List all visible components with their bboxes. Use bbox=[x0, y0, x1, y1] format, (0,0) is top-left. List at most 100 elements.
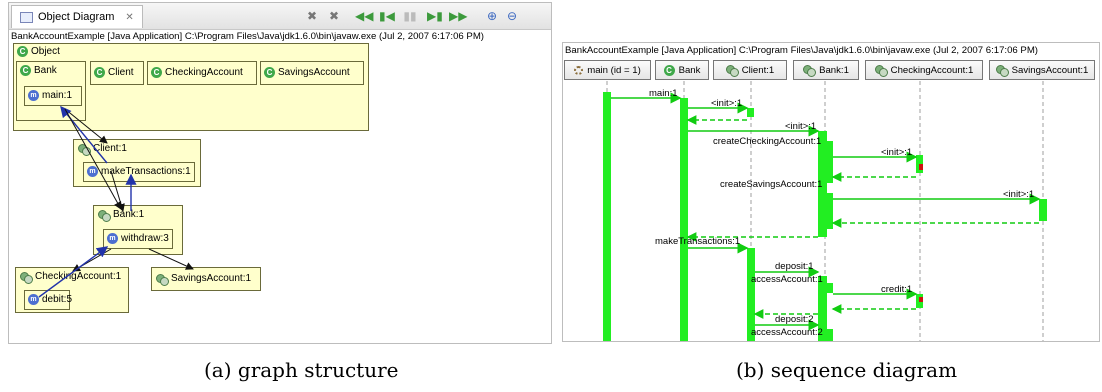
activation-bank-deposit[interactable] bbox=[818, 276, 827, 341]
launch-path: BankAccountExample [Java Application] C:… bbox=[563, 44, 1099, 58]
message-label: credit:1 bbox=[881, 284, 912, 295]
object-savingsaccount-1[interactable]: SavingsAccount:1 bbox=[151, 267, 261, 291]
class-label: Client bbox=[108, 67, 134, 78]
message-label: <init>:1 bbox=[785, 121, 816, 132]
activation-nested[interactable] bbox=[827, 329, 833, 341]
view-titlebar: Object Diagram ✕ ✖ ✖ ◀◀ ▮◀ ▮▮ ▶▮ ▶▶ ⊕ ⊖ bbox=[9, 3, 551, 30]
object-label: Client:1 bbox=[93, 143, 127, 154]
object-icon bbox=[725, 65, 739, 77]
message-label: accessAccount:2 bbox=[751, 327, 823, 338]
message-label: deposit:2 bbox=[775, 314, 814, 325]
error-marker bbox=[919, 164, 923, 170]
error-marker bbox=[919, 297, 923, 302]
class-icon: C bbox=[663, 64, 675, 76]
zoom-in-icon[interactable]: ⊕ bbox=[486, 9, 498, 23]
lifeline-label: Client:1 bbox=[741, 64, 775, 76]
message-label: accessAccount:1 bbox=[751, 274, 823, 285]
lifeline-main[interactable]: main (id = 1) bbox=[564, 60, 651, 80]
lifeline-label: SavingsAccount:1 bbox=[1011, 64, 1089, 76]
lifeline-label: main (id = 1) bbox=[587, 64, 641, 76]
close-icon[interactable]: ✕ bbox=[125, 11, 134, 23]
message-label: <init>:1 bbox=[881, 147, 912, 158]
step-forward-icon[interactable]: ▶▶ bbox=[449, 9, 468, 23]
object-icon bbox=[98, 209, 111, 222]
zoom-out-icon[interactable]: ⊖ bbox=[506, 9, 518, 23]
class-icon: C bbox=[94, 67, 105, 78]
method-label: withdraw:3 bbox=[121, 233, 169, 244]
object-icon bbox=[874, 65, 888, 77]
remove-all-icon[interactable]: ✖ bbox=[328, 9, 340, 23]
object-label: SavingsAccount:1 bbox=[171, 273, 252, 284]
launch-path: BankAccountExample [Java Application] C:… bbox=[9, 30, 551, 44]
class-icon: C bbox=[264, 67, 275, 78]
class-label: SavingsAccount bbox=[278, 67, 350, 78]
object-diagram-panel: Object Diagram ✕ ✖ ✖ ◀◀ ▮◀ ▮▮ ▶▮ ▶▶ ⊕ ⊖ … bbox=[8, 2, 552, 344]
message-label: createCheckingAccount:1 bbox=[713, 136, 821, 147]
diagram-icon bbox=[20, 11, 33, 23]
call-link bbox=[64, 108, 108, 144]
lifeline-savingsaccount-1[interactable]: SavingsAccount:1 bbox=[989, 60, 1095, 80]
step-end-icon[interactable]: ▶▮ bbox=[427, 9, 443, 23]
object-icon bbox=[995, 65, 1009, 77]
activation-init[interactable] bbox=[747, 108, 754, 117]
activation-client[interactable] bbox=[747, 248, 755, 341]
call-link bbox=[148, 248, 194, 270]
method-label: main:1 bbox=[42, 90, 73, 101]
lifeline-label: Bank bbox=[678, 64, 701, 76]
return-link bbox=[38, 246, 109, 298]
tab-object-diagram[interactable]: Object Diagram ✕ bbox=[11, 5, 143, 28]
method-icon: m bbox=[87, 166, 98, 177]
step-start-icon[interactable]: ▮◀ bbox=[379, 9, 395, 23]
method-label: debit:5 bbox=[42, 294, 73, 305]
message-label: main:1 bbox=[649, 88, 678, 99]
lifeline-label: Bank:1 bbox=[819, 64, 849, 76]
message-label: deposit:1 bbox=[775, 261, 814, 272]
return-link bbox=[60, 105, 108, 164]
step-back-icon[interactable]: ◀◀ bbox=[355, 9, 374, 23]
lifeline-checkingaccount-1[interactable]: CheckingAccount:1 bbox=[865, 60, 983, 80]
call-link bbox=[64, 108, 122, 210]
remove-icon[interactable]: ✖ bbox=[306, 9, 318, 23]
lifeline-bank-1[interactable]: Bank:1 bbox=[793, 60, 859, 80]
activation-main[interactable] bbox=[603, 92, 611, 341]
sequence-canvas: main:1 <init>:1 <init>:1 createCheckingA… bbox=[603, 81, 1047, 341]
activation-nested[interactable] bbox=[827, 141, 833, 183]
message-label: <init>:1 bbox=[711, 98, 742, 109]
activation-savings-init[interactable] bbox=[1039, 199, 1047, 221]
sequence-diagram-panel: BankAccountExample [Java Application] C:… bbox=[562, 42, 1100, 342]
class-icon: C bbox=[151, 67, 162, 78]
call-link bbox=[110, 170, 125, 212]
lifeline-client-1[interactable]: Client:1 bbox=[713, 60, 787, 80]
method-icon: m bbox=[28, 90, 39, 101]
pause-icon[interactable]: ▮▮ bbox=[403, 9, 417, 23]
activation-nested[interactable] bbox=[827, 193, 833, 229]
method-icon: m bbox=[28, 294, 39, 305]
class-icon: C bbox=[17, 46, 28, 57]
method-label: makeTransactions:1 bbox=[101, 166, 191, 177]
activation-bank-1[interactable] bbox=[818, 131, 827, 237]
message-label: makeTransactions:1 bbox=[655, 236, 740, 247]
object-label: CheckingAccount:1 bbox=[35, 271, 122, 282]
object-icon bbox=[20, 271, 33, 284]
object-label: Bank:1 bbox=[113, 209, 145, 220]
activation-bank-main[interactable] bbox=[680, 98, 688, 341]
object-icon bbox=[803, 65, 817, 77]
activation-nested[interactable] bbox=[827, 283, 833, 293]
object-icon bbox=[156, 273, 169, 286]
thread-icon bbox=[574, 65, 584, 75]
lifeline-label: CheckingAccount:1 bbox=[890, 64, 974, 76]
class-label: CheckingAccount bbox=[165, 67, 243, 78]
message-label: <init>:1 bbox=[1003, 189, 1034, 200]
caption-sequence-diagram: (b) sequence diagram bbox=[736, 358, 958, 382]
object-label: Object bbox=[31, 46, 60, 57]
